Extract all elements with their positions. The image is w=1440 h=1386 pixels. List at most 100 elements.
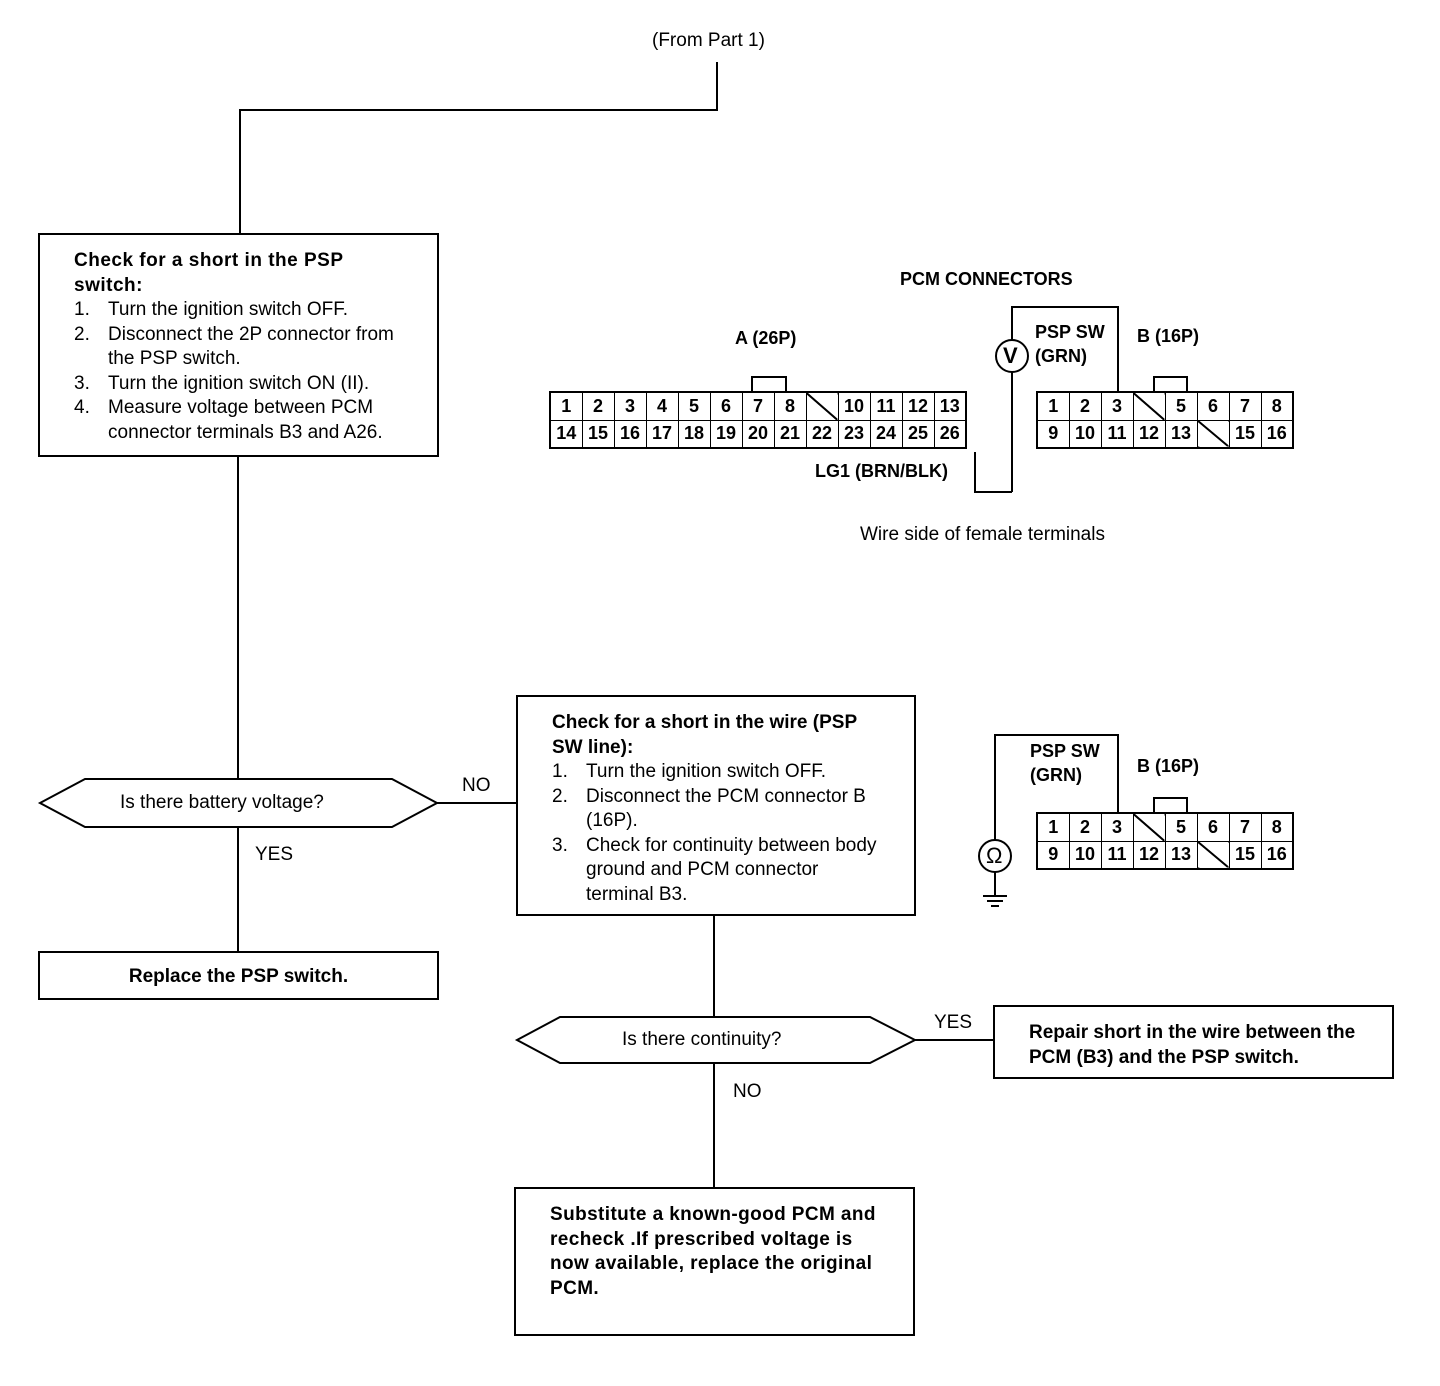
terminal: 13 (933, 391, 967, 421)
terminal: 6 (709, 391, 743, 421)
terminal: 15 (1228, 840, 1262, 870)
terminal: 12 (901, 391, 935, 421)
terminal: 12 (1132, 840, 1166, 870)
ohmmeter-symbol: Ω (986, 843, 1003, 868)
terminal: 9 (1036, 840, 1070, 870)
voltmeter-icon (995, 339, 1029, 373)
terminal-blank (1196, 419, 1230, 449)
terminal: 1 (549, 391, 583, 421)
terminal: 4 (645, 391, 679, 421)
substitute-pcm-box: Substitute a known-good PCM and recheck … (514, 1187, 915, 1336)
wire (1011, 306, 1119, 392)
repair-box: Repair short in the wire between the PCM… (993, 1005, 1394, 1079)
terminal: 3 (1100, 812, 1134, 842)
yes-label: YES (255, 844, 294, 865)
terminal: 24 (869, 419, 903, 449)
terminal: 23 (837, 419, 871, 449)
terminal: 18 (677, 419, 711, 449)
connector-b-label: B (16P) (1137, 326, 1200, 346)
lock-tab (1153, 376, 1188, 392)
decision-question: Is there battery voltage? (120, 792, 324, 813)
terminal: 25 (901, 419, 935, 449)
box-title: Check for a short in the PSP switch: (74, 250, 344, 296)
terminal: 3 (1100, 391, 1134, 421)
terminal: 5 (1164, 391, 1198, 421)
step-item: 2.Disconnect the PCM connector B (16P). (552, 785, 866, 832)
psp-sw-wire-label: (GRN) (1030, 765, 1082, 785)
decision-shape (37, 778, 440, 828)
terminal-blank (1132, 812, 1166, 842)
step-item: 4.Measure voltage between PCM connector … (74, 397, 383, 443)
terminal: 7 (741, 391, 775, 421)
replace-psp-switch-box: Replace the PSP switch. (38, 951, 439, 1000)
terminal: 3 (613, 391, 647, 421)
terminal: 7 (1228, 391, 1262, 421)
lock-tab (751, 376, 787, 392)
terminal: 15 (581, 419, 615, 449)
terminal: 7 (1228, 812, 1262, 842)
terminal: 10 (837, 391, 871, 421)
terminal: 19 (709, 419, 743, 449)
psp-sw-label: PSP SW (1035, 322, 1105, 342)
terminal: 12 (1132, 419, 1166, 449)
result-text: Replace the PSP switch. (128, 966, 349, 987)
ohmmeter-icon (978, 839, 1012, 873)
lg1-label: LG1 (BRN/BLK) (815, 461, 948, 481)
wire (974, 452, 1012, 493)
ground-icon (983, 895, 1007, 907)
no-label: NO (733, 1081, 762, 1102)
terminal: 21 (773, 419, 807, 449)
terminal: 2 (581, 391, 615, 421)
psp-sw-label: PSP SW (1030, 741, 1100, 761)
substitute-text: Substitute a known-good PCM and recheck … (550, 1204, 876, 1299)
terminal: 8 (1260, 812, 1294, 842)
step-item: 1.Turn the ignition switch OFF. (74, 299, 349, 320)
terminal: 13 (1164, 840, 1198, 870)
connector-line (239, 62, 718, 233)
terminal-blank (1196, 840, 1230, 870)
terminal: 17 (645, 419, 679, 449)
box-title: Check for a short in the wire (PSP SW li… (552, 712, 857, 758)
terminal: 13 (1164, 419, 1198, 449)
terminal: 6 (1196, 812, 1230, 842)
terminal: 5 (677, 391, 711, 421)
step-item: 1.Turn the ignition switch OFF. (552, 761, 827, 782)
from-part-label: (From Part 1) (652, 30, 765, 51)
terminal: 6 (1196, 391, 1230, 421)
terminal: 11 (869, 391, 903, 421)
terminal: 20 (741, 419, 775, 449)
yes-label: YES (934, 1012, 973, 1033)
psp-sw-wire-label: (GRN) (1035, 346, 1087, 366)
terminal: 8 (1260, 391, 1294, 421)
terminal: 9 (1036, 419, 1070, 449)
repair-text: Repair short in the wire between the PCM… (1029, 1022, 1356, 1068)
terminal: 1 (1036, 391, 1070, 421)
terminal: 5 (1164, 812, 1198, 842)
step-item: 3.Turn the ignition switch ON (II). (74, 372, 370, 394)
check-wire-box: Check for a short in the wire (PSP SW li… (516, 695, 916, 916)
terminal-blank (1132, 391, 1166, 421)
terminal: 16 (1260, 840, 1294, 870)
check-psp-switch-box: Check for a short in the PSP switch: 1.T… (38, 233, 439, 457)
step-item: 3.Check for continuity between body grou… (552, 834, 877, 905)
terminal: 22 (805, 419, 839, 449)
no-label: NO (462, 775, 491, 796)
terminal: 11 (1100, 840, 1134, 870)
connector-b-label: B (16P) (1137, 756, 1200, 776)
voltmeter-symbol: V (1003, 343, 1018, 368)
terminal: 15 (1228, 419, 1262, 449)
terminal: 2 (1068, 812, 1102, 842)
terminal: 14 (549, 419, 583, 449)
lock-tab (1153, 797, 1188, 813)
connector-a-label: A (26P) (735, 328, 797, 348)
decision-shape (514, 1016, 918, 1064)
